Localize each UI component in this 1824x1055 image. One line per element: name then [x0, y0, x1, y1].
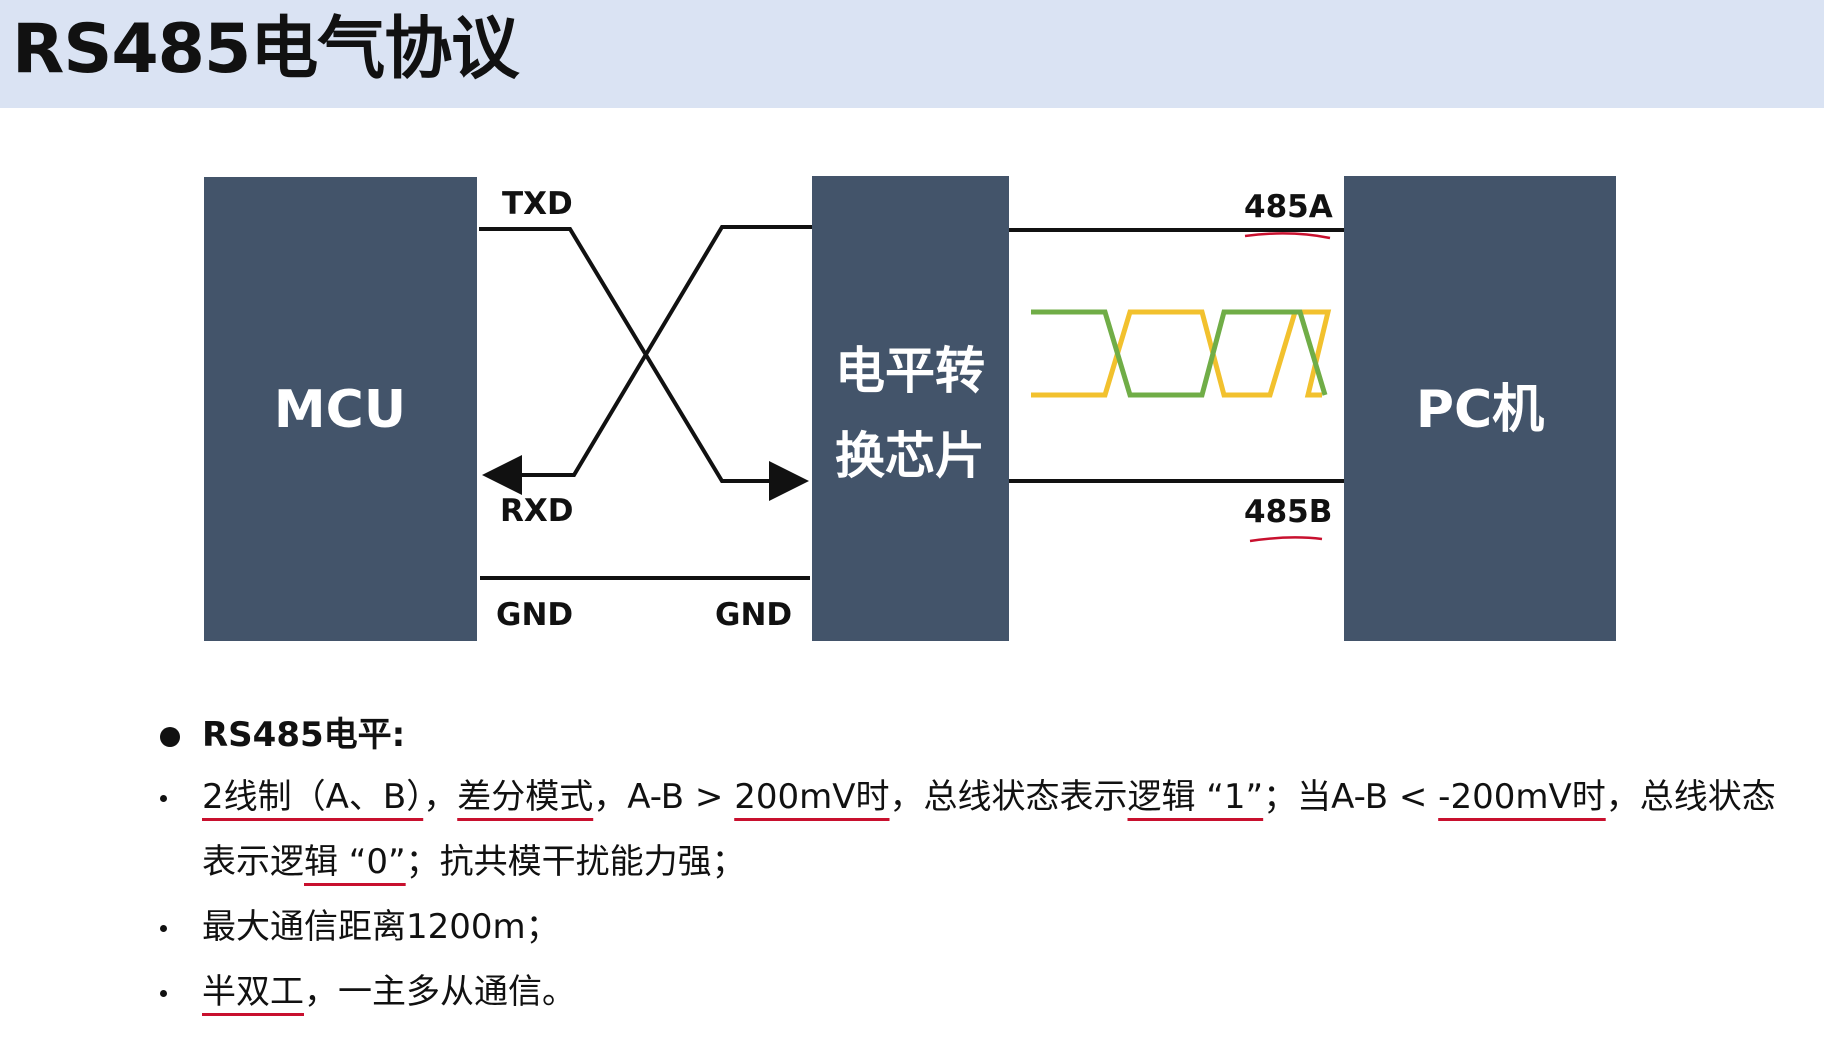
mcu-block — [204, 177, 477, 641]
converter-label-line2: 换芯片 — [835, 427, 985, 485]
text-segment: ，总线状态表示逻 — [202, 777, 1776, 882]
highlight-200mv: 200mV时 — [734, 777, 890, 817]
gnd-left-label: GND — [496, 597, 573, 633]
text-segment: ；抗共模干扰能力强； — [405, 842, 746, 882]
bullet-dot — [160, 925, 167, 932]
text-segment: ，一主多从通信。 — [304, 972, 576, 1012]
title-band — [0, 0, 1824, 108]
text-segment: 最大通信距离1200m； — [202, 907, 560, 947]
mcu-label: MCU — [274, 380, 406, 440]
highlight-two-wire: 2线制（A、B） — [202, 777, 424, 817]
bullet-dot — [160, 727, 180, 747]
pc-block — [1344, 176, 1616, 641]
line-b-label: 485B — [1244, 494, 1332, 530]
txd-wire — [479, 227, 809, 501]
annotation-underline-485a — [1244, 232, 1331, 240]
rs485-connection-diagram: MCU 电平转 换芯片 PC机 TXD RXD GND GND 485A 485… — [204, 176, 1616, 641]
text-segment: ， — [423, 777, 458, 817]
highlight-neg-200mv: -200mV时 — [1438, 777, 1606, 817]
highlight-half-duplex: 半双工 — [202, 972, 304, 1012]
differential-wave-a — [1031, 309, 1332, 398]
bullet-heading: RS485电平: — [150, 705, 1790, 765]
highlight-logic-0: 辑 “0” — [304, 842, 406, 882]
gnd-right-label: GND — [715, 597, 792, 633]
bullet-list: RS485电平: 2线制（A、B），差分模式，A-B > 200mV时，总线状态… — [150, 705, 1790, 1025]
txd-label: TXD — [502, 186, 573, 222]
text-segment: ，总线状态表示 — [889, 777, 1128, 817]
page-title: RS485电气协议 — [12, 10, 519, 89]
differential-wave-b — [1031, 309, 1328, 398]
bullet-heading-text: RS485电平: — [202, 715, 406, 755]
bullet-dot — [160, 990, 167, 997]
pc-label: PC机 — [1416, 380, 1544, 440]
converter-block — [812, 176, 1009, 641]
rxd-label: RXD — [500, 493, 574, 529]
annotation-underline-485b — [1249, 536, 1323, 543]
text-segment: ，A-B > — [593, 777, 735, 817]
line-a-label: 485A — [1244, 189, 1333, 225]
bullet-dot — [160, 795, 167, 802]
highlight-differential: 差分模式 — [457, 777, 594, 817]
rxd-wire — [482, 225, 812, 495]
highlight-logic-1: 逻辑 “1” — [1127, 777, 1264, 817]
list-item: 2线制（A、B），差分模式，A-B > 200mV时，总线状态表示逻辑 “1”；… — [150, 765, 1790, 895]
list-item: 半双工，一主多从通信。 — [150, 960, 1790, 1025]
converter-label-line1: 电平转 — [835, 342, 985, 400]
list-item: 最大通信距离1200m； — [150, 895, 1790, 960]
text-segment: ；当A-B < — [1263, 777, 1439, 817]
